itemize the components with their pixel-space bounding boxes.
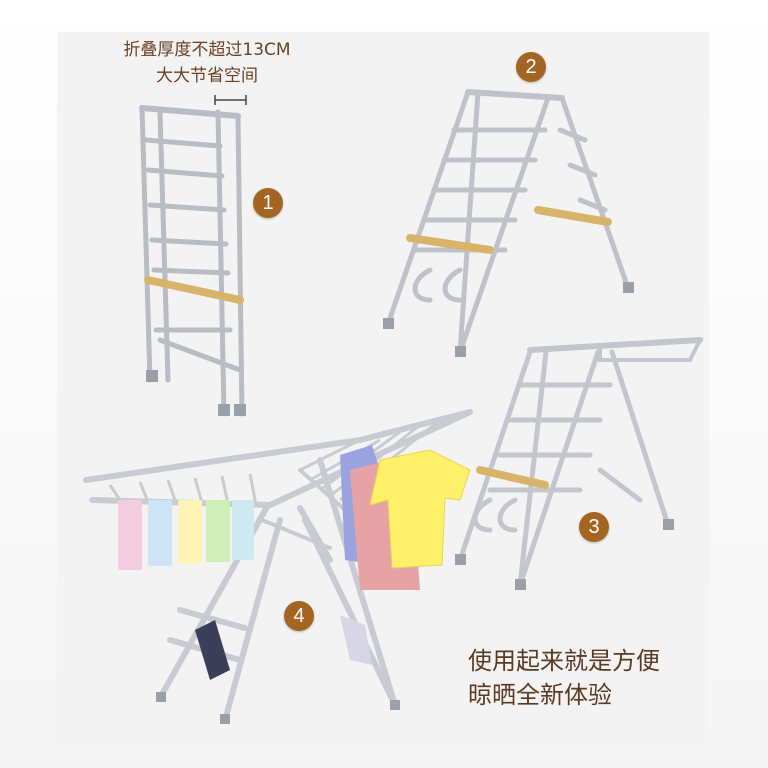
slogan-line-1: 使用起来就是方便 [468,647,660,675]
shoe-left [195,620,230,680]
blue-towel [148,500,172,566]
yellow-shirt [369,449,471,569]
pink-towel [118,500,142,570]
step-1-badge: 1 [253,188,283,218]
folded-thickness-caption: 折叠厚度不超过13CM 大大节省空间 [97,37,317,89]
step-2-badge: 2 [516,52,546,82]
image-panel [57,32,709,747]
caption-line-2: 大大节省空间 [156,66,258,86]
step-3-badge: 3 [579,512,609,542]
a-frame-rack [383,89,634,357]
foot [390,700,400,710]
fully-open-rack [83,409,473,724]
foot [156,692,166,702]
yellow-towel [178,500,202,564]
shoe-right [340,615,372,665]
step-4-badge: 4 [284,601,314,631]
dimension-marker [214,95,247,105]
foot [220,714,230,724]
light-blue-towel [232,500,254,560]
partly-unfolded-rack [455,337,704,590]
slogan-line-2: 晾晒全新体验 [468,681,612,709]
slogan: 使用起来就是方便 晾晒全新体验 [468,644,708,712]
folded-rack [139,105,246,417]
green-towel [206,500,230,562]
caption-line-1: 折叠厚度不超过13CM [123,40,291,60]
